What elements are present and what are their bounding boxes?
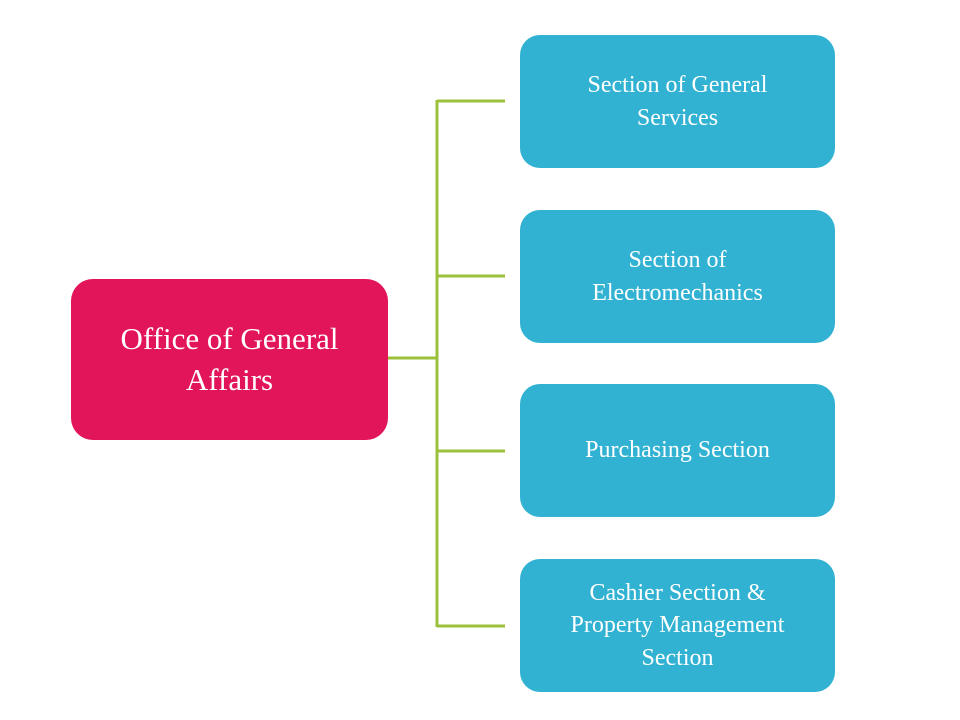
child-node-label: Cashier Section & Property Management Se… [570, 580, 785, 671]
child-node-general-services: Section of General Services [520, 35, 835, 168]
child-node-purchasing: Purchasing Section [520, 384, 835, 517]
root-node-label: Office of General Affairs [120, 321, 339, 397]
root-node-office-of-general-affairs: Office of General Affairs [71, 279, 388, 440]
child-node-label: Section of Electromechanics [592, 247, 763, 306]
child-node-label: Purchasing Section [585, 437, 770, 464]
child-node-label: Section of General Services [587, 72, 768, 131]
child-node-cashier-property-management: Cashier Section & Property Management Se… [520, 559, 835, 692]
child-node-electromechanics: Section of Electromechanics [520, 210, 835, 343]
